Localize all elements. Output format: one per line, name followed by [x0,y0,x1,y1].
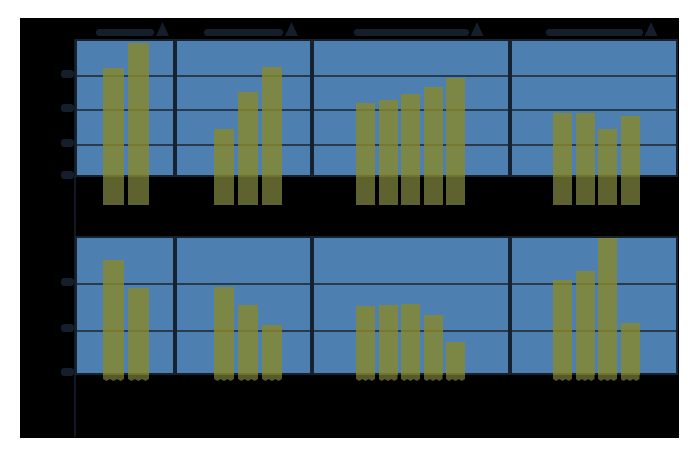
gridline [177,283,310,286]
y-axis-spine [74,39,76,437]
gridline [77,283,173,286]
bar-below-axis-stub [262,177,282,205]
bar [401,304,420,375]
bar [575,112,595,177]
bar-below-axis-stub [423,375,443,381]
bar-below-axis-stub [423,177,443,205]
bar [103,260,124,375]
bar-below-axis-stub [378,375,398,381]
bar-below-axis-stub [598,177,617,205]
bar-below-axis-stub [214,375,234,381]
bar-below-axis-stub [238,375,258,381]
bar [214,286,234,375]
bar-below-axis-stub [103,177,124,205]
gridline [512,74,676,77]
bar-below-axis-stub [620,375,640,381]
bar-below-axis-stub [401,375,420,381]
bar [356,103,375,177]
facet-panel [75,236,175,375]
bar [378,100,398,177]
bar [356,305,375,375]
bar-below-axis-stub [356,177,375,205]
bar [620,115,640,177]
bar [446,342,465,375]
bar-below-axis-stub [262,375,282,381]
y-tick-label-illegible [61,70,74,78]
gridline [314,283,508,286]
bar [620,323,640,375]
gridline [77,329,173,332]
bar [598,237,617,375]
bar-below-axis-stub [378,177,398,205]
bar-below-axis-stub [620,177,640,205]
panel-title-text-illegible [545,29,643,36]
bar [262,324,282,375]
bar [423,86,443,177]
facet-panel [75,39,175,177]
bar [238,92,258,177]
bar [446,77,465,177]
bar-below-axis-stub [103,375,124,381]
bar [128,43,149,177]
bar-below-axis-stub [553,177,572,205]
bar-below-axis-stub [598,375,617,381]
y-tick-label-illegible [61,139,74,147]
bar [598,129,617,177]
bar [575,270,595,375]
bar-below-axis-stub [128,375,149,381]
gridline [77,109,173,111]
bar [128,287,149,375]
bar-below-axis-stub [238,177,258,205]
bar-below-axis-stub [401,177,420,205]
bar [378,305,398,375]
bar [214,129,234,177]
bar-below-axis-stub [553,375,572,381]
bar-below-axis-stub [356,375,375,381]
gridline [512,109,676,111]
bar-below-axis-stub [128,177,149,205]
bar [423,314,443,375]
bar [553,112,572,177]
bar [553,280,572,375]
bar-below-axis-stub [446,375,465,381]
bar-below-axis-stub [214,177,234,205]
bar [238,305,258,375]
bar-below-axis-stub [575,177,595,205]
gridline [177,74,310,77]
bar [103,67,124,177]
bar-below-axis-stub [575,375,595,381]
y-tick-label-illegible [61,278,74,286]
gridline [77,74,173,77]
gridline [314,74,508,77]
y-tick-label-illegible [61,104,74,112]
bar [401,93,420,177]
bar-below-axis-stub [446,177,465,205]
panel-title-text-illegible [96,29,154,36]
gridline [77,143,173,146]
bar [262,66,282,177]
y-tick-label-illegible [61,171,74,179]
y-tick-label-illegible [61,324,74,332]
y-tick-label-illegible [61,368,74,376]
panel-title-text-illegible [204,29,283,36]
panel-title-text-illegible [353,29,469,36]
